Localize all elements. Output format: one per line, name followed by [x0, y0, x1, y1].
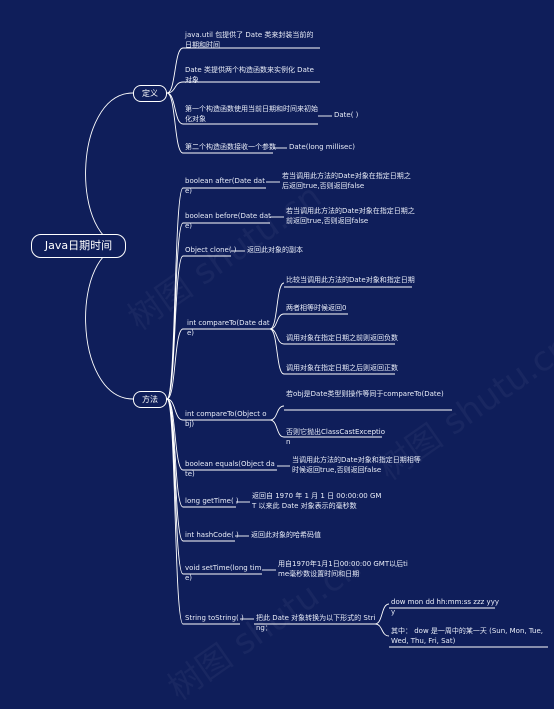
method-gettime: long getTime( ) — [185, 497, 239, 505]
method-settime-desc: 用自1970年1月1日00:00:00 GMT以后time毫秒数设置时间和日期 — [278, 560, 408, 578]
def-constructor-1-sig: Date( ) — [334, 111, 359, 119]
tostring-format-note: 其中： dow 是一周中的某一天 (Sun, Mon, Tue, Wed, Th… — [391, 627, 544, 645]
branch-definition[interactable]: 定义 — [133, 85, 167, 102]
method-after: boolean after(Date date) — [185, 177, 265, 195]
compareto-object-item: 若obj是Date类型则操作等同于compareTo(Date) — [286, 390, 444, 398]
method-compareto-date: int compareTo(Date date) — [187, 319, 270, 337]
method-hashcode-desc: 返回此对象的哈希码值 — [251, 531, 321, 539]
compareto-date-item: 调用对象在指定日期之后则返回正数 — [286, 364, 398, 372]
method-equals: boolean equals(Object date) — [185, 460, 275, 478]
connector-lines — [85, 47, 548, 648]
branch-methods[interactable]: 方法 — [133, 391, 167, 408]
method-clone-desc: 返回此对象的副本 — [247, 246, 303, 254]
method-before: boolean before(Date date) — [185, 212, 271, 230]
method-before-desc: 若当调用此方法的Date对象在指定日期之前返回true,否则返回false — [286, 207, 415, 225]
method-after-desc: 若当调用此方法的Date对象在指定日期之后返回true,否则返回false — [282, 172, 411, 190]
method-hashcode: int hashCode( ) — [185, 531, 239, 539]
method-tostring-desc: 把此 Date 对象转换为以下形式的 String： — [256, 614, 376, 632]
method-compareto-object: int compareTo(Object obj) — [185, 410, 267, 428]
def-constructor-2-sig: Date(long millisec) — [289, 143, 355, 151]
compareto-object-item: 否则它抛出ClassCastException — [286, 428, 385, 446]
def-item-package: java.util 包提供了 Date 类来封装当前的日期和时间 — [185, 31, 314, 49]
compareto-date-item: 两者相等时候返回0 — [286, 304, 347, 312]
def-item-constructors: Date 类提供两个构造函数来实例化 Date 对象 — [185, 66, 314, 84]
tostring-format: dow mon dd hh:mm:ss zzz yyyy — [391, 598, 499, 616]
root-topic[interactable]: Java日期时间 — [31, 234, 126, 258]
def-item-constructor-2: 第二个构造函数接收一个参数 — [185, 143, 276, 151]
def-item-constructor-1: 第一个构造函数使用当前日期和时间来初始化对象 — [185, 105, 318, 123]
connector-root-methods — [85, 245, 134, 400]
method-gettime-desc: 返回自 1970 年 1 月 1 日 00:00:00 GMT 以来此 Date… — [252, 492, 382, 510]
method-settime: void setTime(long time) — [185, 564, 262, 582]
connector-root-def — [85, 92, 134, 247]
method-clone: Object clone( ) — [185, 246, 237, 254]
mindmap-canvas: 树图 shutu.cn 树图 shutu.cn 树图 shutu.cn — [31, 31, 554, 708]
method-equals-desc: 当调用此方法的Date对象和指定日期相等时候返回true,否则返回false — [292, 456, 421, 474]
compareto-date-item: 调用对象在指定日期之前则返回负数 — [286, 334, 398, 342]
compareto-date-item: 比较当调用此方法的Date对象和指定日期 — [286, 276, 415, 284]
method-tostring: String toString( ) — [185, 614, 244, 622]
